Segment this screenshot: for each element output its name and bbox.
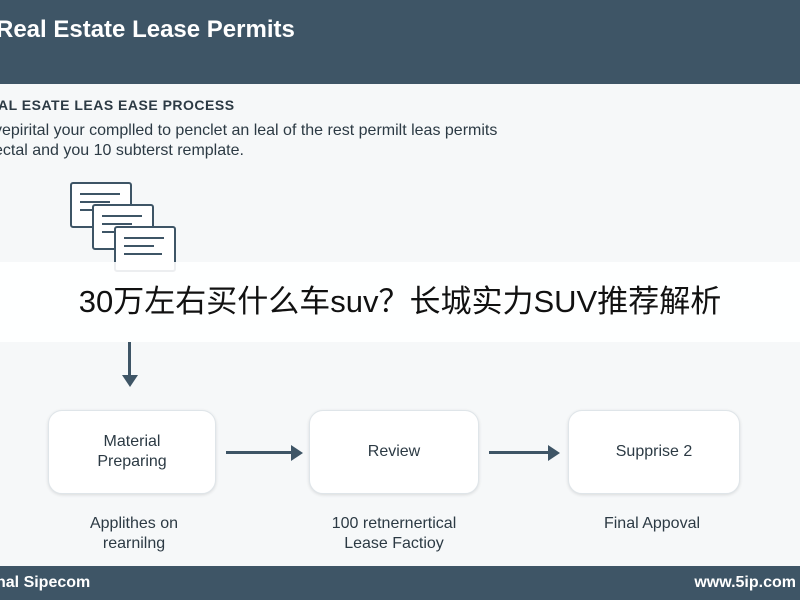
caption-line: 100 retnernertical	[331, 515, 457, 532]
caption-line: rearnilng	[102, 535, 166, 552]
arrow-line	[489, 451, 549, 454]
footer-left-text: nal Sipecom	[0, 574, 91, 591]
step-caption: Applithes on rearnilng	[24, 514, 244, 554]
step-box-supprise: Supprise 2	[568, 410, 740, 494]
step-label: Supprise 2	[615, 443, 693, 460]
down-arrow-line	[128, 342, 131, 376]
footer-right-text: www.5ip.com	[694, 574, 796, 591]
header-bar: Real Estate Lease Permits	[0, 0, 800, 84]
footer-bar: nal Sipecom www.5ip.com	[0, 566, 800, 600]
arrow-right-icon	[548, 445, 560, 461]
overlay-banner: 30万左右买什么车suv？长城实力SUV推荐解析	[0, 262, 800, 342]
step-caption: Final Appoval	[542, 514, 762, 534]
step-label: Preparing	[97, 453, 167, 470]
step-box-review: Review	[309, 410, 479, 494]
page-title: Real Estate Lease Permits	[0, 16, 295, 43]
section-title: AL ESATE LEAS EASE PROCESS	[0, 97, 235, 113]
down-arrow-head	[122, 375, 138, 387]
arrow-line	[226, 451, 292, 454]
step-box-material-preparing: Material Preparing	[48, 410, 216, 494]
description: yepirital your complled to penclet an le…	[0, 121, 754, 161]
step-caption: 100 retnernertical Lease Factioy	[284, 514, 504, 554]
description-line: yepirital your complled to penclet an le…	[0, 122, 498, 139]
step-label: Material	[103, 433, 161, 450]
caption-line: Lease Factioy	[344, 535, 444, 552]
caption-line: Final Appoval	[603, 515, 701, 532]
caption-line: Applithes on	[89, 515, 179, 532]
description-line: ectal and you 10 subterst remplate.	[0, 142, 244, 159]
banner-text: 30万左右买什么车suv？长城实力SUV推荐解析	[78, 284, 722, 319]
arrow-right-icon	[291, 445, 303, 461]
step-label: Review	[367, 443, 421, 460]
